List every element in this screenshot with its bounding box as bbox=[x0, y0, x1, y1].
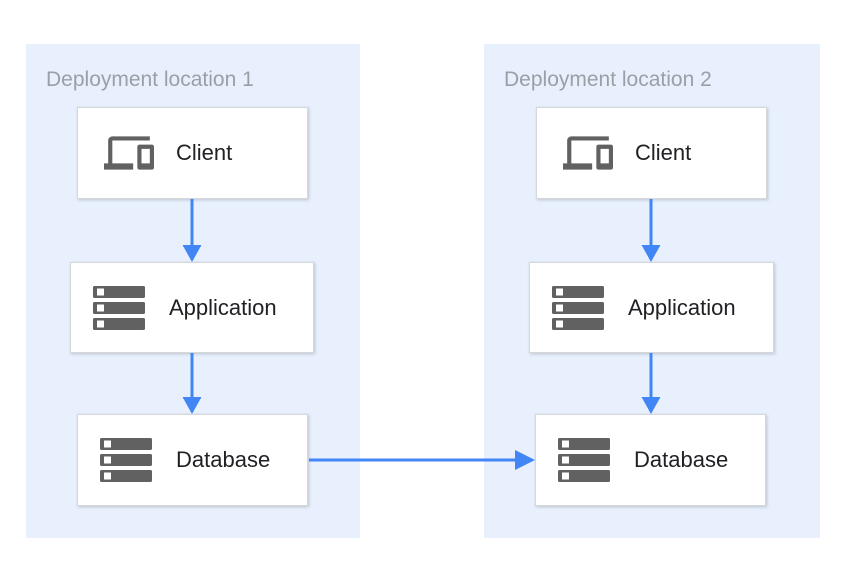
node-label: Client bbox=[176, 140, 233, 165]
server-stack-icon bbox=[558, 438, 616, 482]
server-stack-icon bbox=[100, 438, 158, 482]
node-label: Application bbox=[169, 294, 277, 320]
deployment-location-1-panel: Deployment location 1 Client bbox=[26, 44, 360, 538]
node-application-location2: Application bbox=[529, 262, 774, 353]
server-stack-icon bbox=[93, 285, 151, 330]
node-label: Database bbox=[176, 447, 271, 472]
node-application-location1: Application bbox=[70, 262, 314, 353]
node-client-location1: Client bbox=[77, 107, 308, 199]
node-label: Database bbox=[634, 447, 729, 472]
node-client-location2: Client bbox=[536, 107, 767, 199]
panel-title: Deployment location 1 bbox=[46, 68, 254, 91]
node-label: Client bbox=[635, 140, 692, 165]
node-database-location1: Database bbox=[77, 414, 308, 506]
devices-icon bbox=[100, 128, 158, 178]
devices-icon bbox=[559, 128, 617, 178]
node-database-location2: Database bbox=[535, 414, 766, 506]
panel-title: Deployment location 2 bbox=[504, 68, 712, 91]
server-stack-icon bbox=[552, 285, 610, 330]
deployment-location-2-panel: Deployment location 2 Client bbox=[484, 44, 820, 538]
node-label: Application bbox=[628, 294, 736, 320]
